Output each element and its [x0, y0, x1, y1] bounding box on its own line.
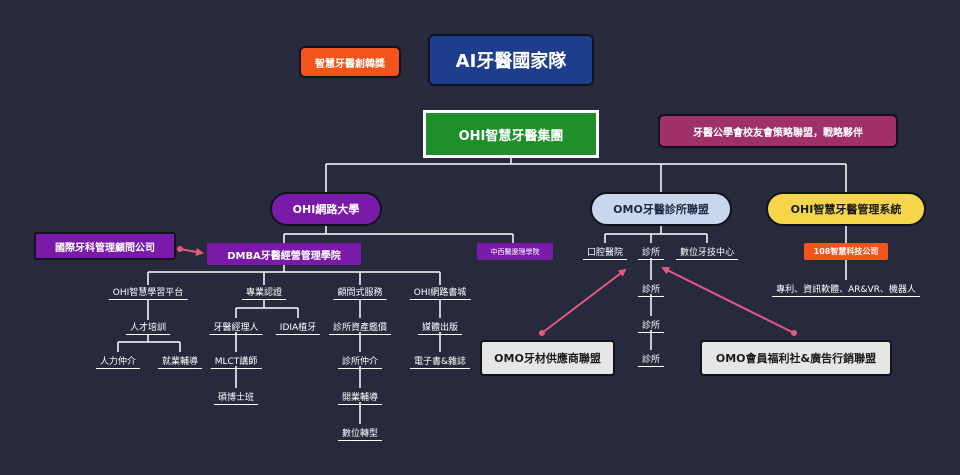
ebooks-magazines: 電子書&雜誌 [409, 354, 471, 369]
talent-training: 人才培訓 [125, 320, 171, 335]
clinic-main: 診所 [637, 245, 665, 260]
branch-university: OHI網路大學 [270, 192, 382, 226]
professional-certification: 專業認證 [241, 285, 287, 300]
clinic-chain-item: 診所 [637, 282, 665, 297]
clinic-chain-item: 診所 [637, 318, 665, 333]
mlct-lecturer: MLCT講師 [210, 354, 262, 369]
consulting-service: 顧問式服務 [333, 285, 387, 300]
tech-products: 專利、資訊軟體、AR&VR、機器人 [772, 282, 920, 297]
arrow-origin-dot [791, 330, 797, 336]
media-publishing: 媒體出版 [417, 320, 463, 335]
arrow-welfare-to-clinic [661, 267, 795, 334]
digital-lab: 數位牙技中心 [675, 245, 739, 260]
tech-company: 108智慧科技公司 [804, 243, 888, 260]
arrow-to-dmba [179, 247, 204, 256]
oral-hospital: 口腔醫院 [582, 245, 628, 260]
digital-transformation: 數位轉型 [337, 426, 383, 441]
idia-implant: IDIA植牙 [275, 320, 321, 335]
arrow-origin-dot [177, 246, 183, 252]
learning-platform: OHI智慧學習平台 [108, 285, 188, 300]
career-counseling: 就業輔導 [157, 354, 203, 369]
award-badge: 智慧牙醫創韓獎 [299, 46, 401, 78]
welfare-alliance: OMO會員福利社&廣告行銷聯盟 [700, 340, 892, 376]
clinic-asset-appraisal: 診所資產鑑價 [328, 320, 392, 335]
online-bookstore: OHI網路書城 [409, 285, 471, 300]
alliance-note: 牙醫公學會校友會策略聯盟，戰略夥伴 [658, 114, 898, 148]
dental-manager: 牙醫經理人 [209, 320, 263, 335]
team-title: AI牙醫國家隊 [428, 34, 594, 86]
graduate-program: 碩博士班 [213, 390, 259, 405]
tcm-institute: 中西醫遼理學院 [477, 243, 553, 260]
clinic-brokerage: 診所仲介 [337, 354, 383, 369]
staffing-agency: 人力仲介 [95, 354, 141, 369]
dmba-institute: DMBA牙醫經營管理學院 [207, 243, 361, 265]
clinic-chain-item: 診所 [637, 352, 665, 367]
group-title: OHI智慧牙醫集團 [423, 110, 599, 158]
opening-guidance: 開業輔導 [337, 390, 383, 405]
arrow-origin-dot [539, 330, 545, 336]
supplier-alliance: OMO牙材供應商聯盟 [480, 340, 615, 376]
arrow-supplier-to-clinic [541, 268, 627, 334]
branch-clinic-alliance: OMO牙醫診所聯盟 [590, 192, 732, 226]
consulting-company: 國際牙科管理顧問公司 [34, 232, 176, 260]
branch-management-system: OHI智慧牙醫管理系統 [766, 192, 926, 226]
